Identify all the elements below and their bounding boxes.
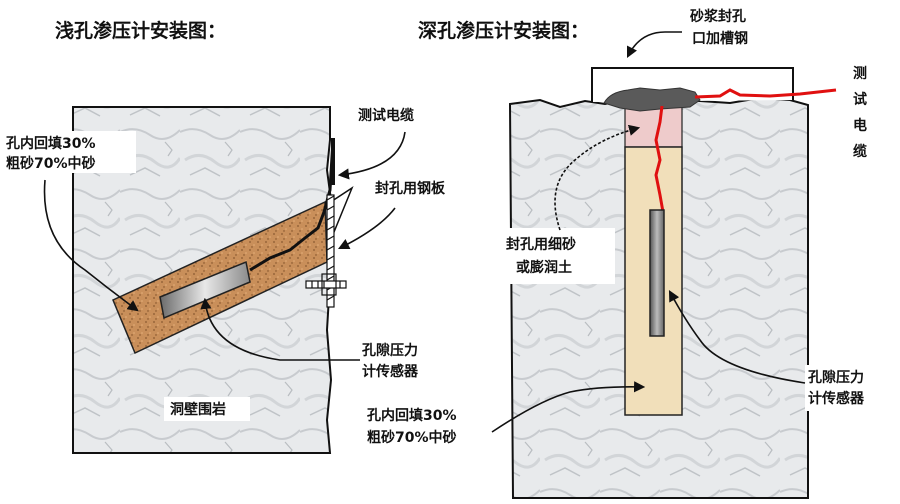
deep-sensor-label-bg: [805, 365, 900, 411]
shallow-steel-plate-leader: [337, 207, 396, 250]
deep-cable-label-char: 测: [853, 65, 867, 82]
deep-cable-label: 测 试 电 缆: [853, 65, 867, 160]
shallow-sensor-label-line1: 孔隙压力: [362, 342, 418, 359]
deep-seal-label-line1: 砂浆封孔: [689, 8, 746, 25]
deep-fine-sand-leader: [554, 124, 641, 231]
deep-sensor-label-line2: 计传感器: [808, 390, 865, 407]
deep-backfill-leader: [491, 381, 646, 433]
deep-cable: [654, 88, 837, 213]
deep-panel: 深孔渗压计安装图： 砂浆封孔 口加槽钢 测 试 电 缆 封孔用细砂 或膨润土 孔…: [367, 8, 900, 499]
shallow-sensor: [159, 260, 251, 320]
shallow-cable-leader: [337, 131, 406, 180]
deep-fine-sand-label-bg: [503, 228, 615, 284]
shallow-panel: 浅孔渗压计安装图： 孔内回填30% 粗砂70%中砂 测试电缆 封孔用钢板 孔隙压…: [2, 19, 446, 454]
deep-cable-label-char: 电: [853, 117, 867, 134]
shallow-backfill-leader: [43, 179, 139, 312]
deep-fine-sand-label-line1: 封孔用细砂: [506, 236, 576, 253]
deep-title: 深孔渗压计安装图：: [418, 19, 589, 42]
shallow-backfill-label-line2: 粗砂70%中砂: [6, 155, 96, 172]
deep-sensor-leader: [668, 290, 806, 384]
shallow-backfill-label-bg: [2, 131, 136, 173]
shallow-rock-label: 洞壁围岩: [170, 401, 226, 418]
shallow-steel-plate-label: 封孔用钢板: [375, 180, 446, 197]
deep-fine-sand-section: [624, 104, 683, 148]
shallow-rock-label-bg: [164, 397, 250, 421]
deep-cable-label-char: 试: [853, 91, 867, 108]
shallow-cable-label: 测试电缆: [358, 107, 414, 124]
deep-cable-label-char: 缆: [853, 143, 867, 160]
shallow-steel-plate: [305, 186, 354, 308]
shallow-sensor-leader: [200, 297, 360, 361]
deep-sensor: [649, 209, 665, 337]
shallow-title: 浅孔渗压计安装图：: [55, 19, 226, 42]
deep-grout-plug: [603, 87, 701, 112]
deep-backfill-label-line1: 孔内回填30%: [367, 407, 457, 424]
deep-backfill-label-line2: 粗砂70%中砂: [367, 429, 457, 446]
shallow-backfill-label-line1: 孔内回填30%: [6, 135, 96, 152]
deep-seal-label-line2: 口加槽钢: [692, 30, 748, 47]
deep-sensor-label-line1: 孔隙压力: [808, 369, 864, 386]
deep-seal-leader: [626, 31, 682, 59]
shallow-cable: [249, 139, 335, 272]
shallow-sensor-label-line2: 计传感器: [362, 363, 419, 380]
deep-fine-sand-label-line2: 或膨润土: [516, 259, 572, 276]
